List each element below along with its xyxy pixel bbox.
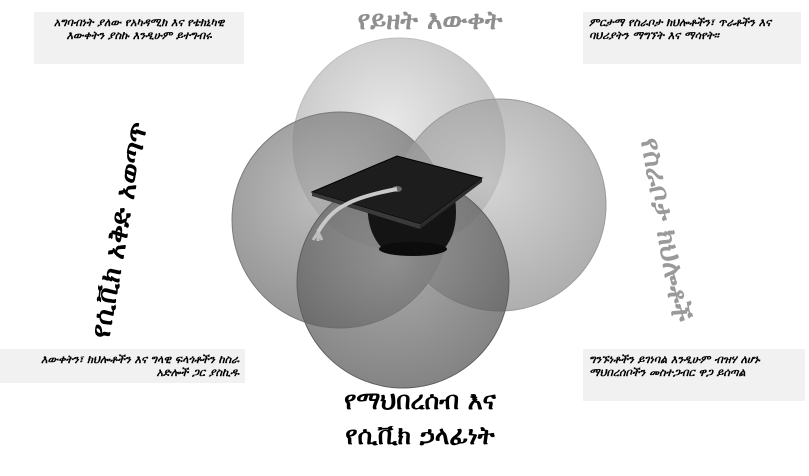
note-content-knowledge: አግባብነት ያለው የአካዳሚክ እና የቴክኒካዊ እውቀትን ያስኩ እን… [34, 12, 244, 64]
community-civic-responsibility-title: የማህበረሰብ እና የሲቪክ ኃላፊነት [300, 383, 540, 453]
note-community-responsibility: ግንኙነቶችን ይገነባል እንዲሁም ብዝሃ ለሆኑ ማህበረሰቦችን መስተ… [583, 349, 805, 401]
note-workplace-skills: ምርታማ የስራቦታ ክህሎቶችን፣ ጥራቶችን እና ባህሪያትን ማግኘት … [583, 12, 801, 64]
note-civic-planning: እውቀትን፣ ክህሎቶችን እና ግላዊ ፍላጎቶችን ከስራ አድሎች ጋር … [0, 349, 245, 383]
content-knowledge-title: የይዘት እውቀት [330, 6, 530, 37]
title-bottom-line2: የሲቪክ ኃላፊነት [300, 418, 540, 453]
title-bottom-line1: የማህበረሰብ እና [300, 383, 540, 418]
